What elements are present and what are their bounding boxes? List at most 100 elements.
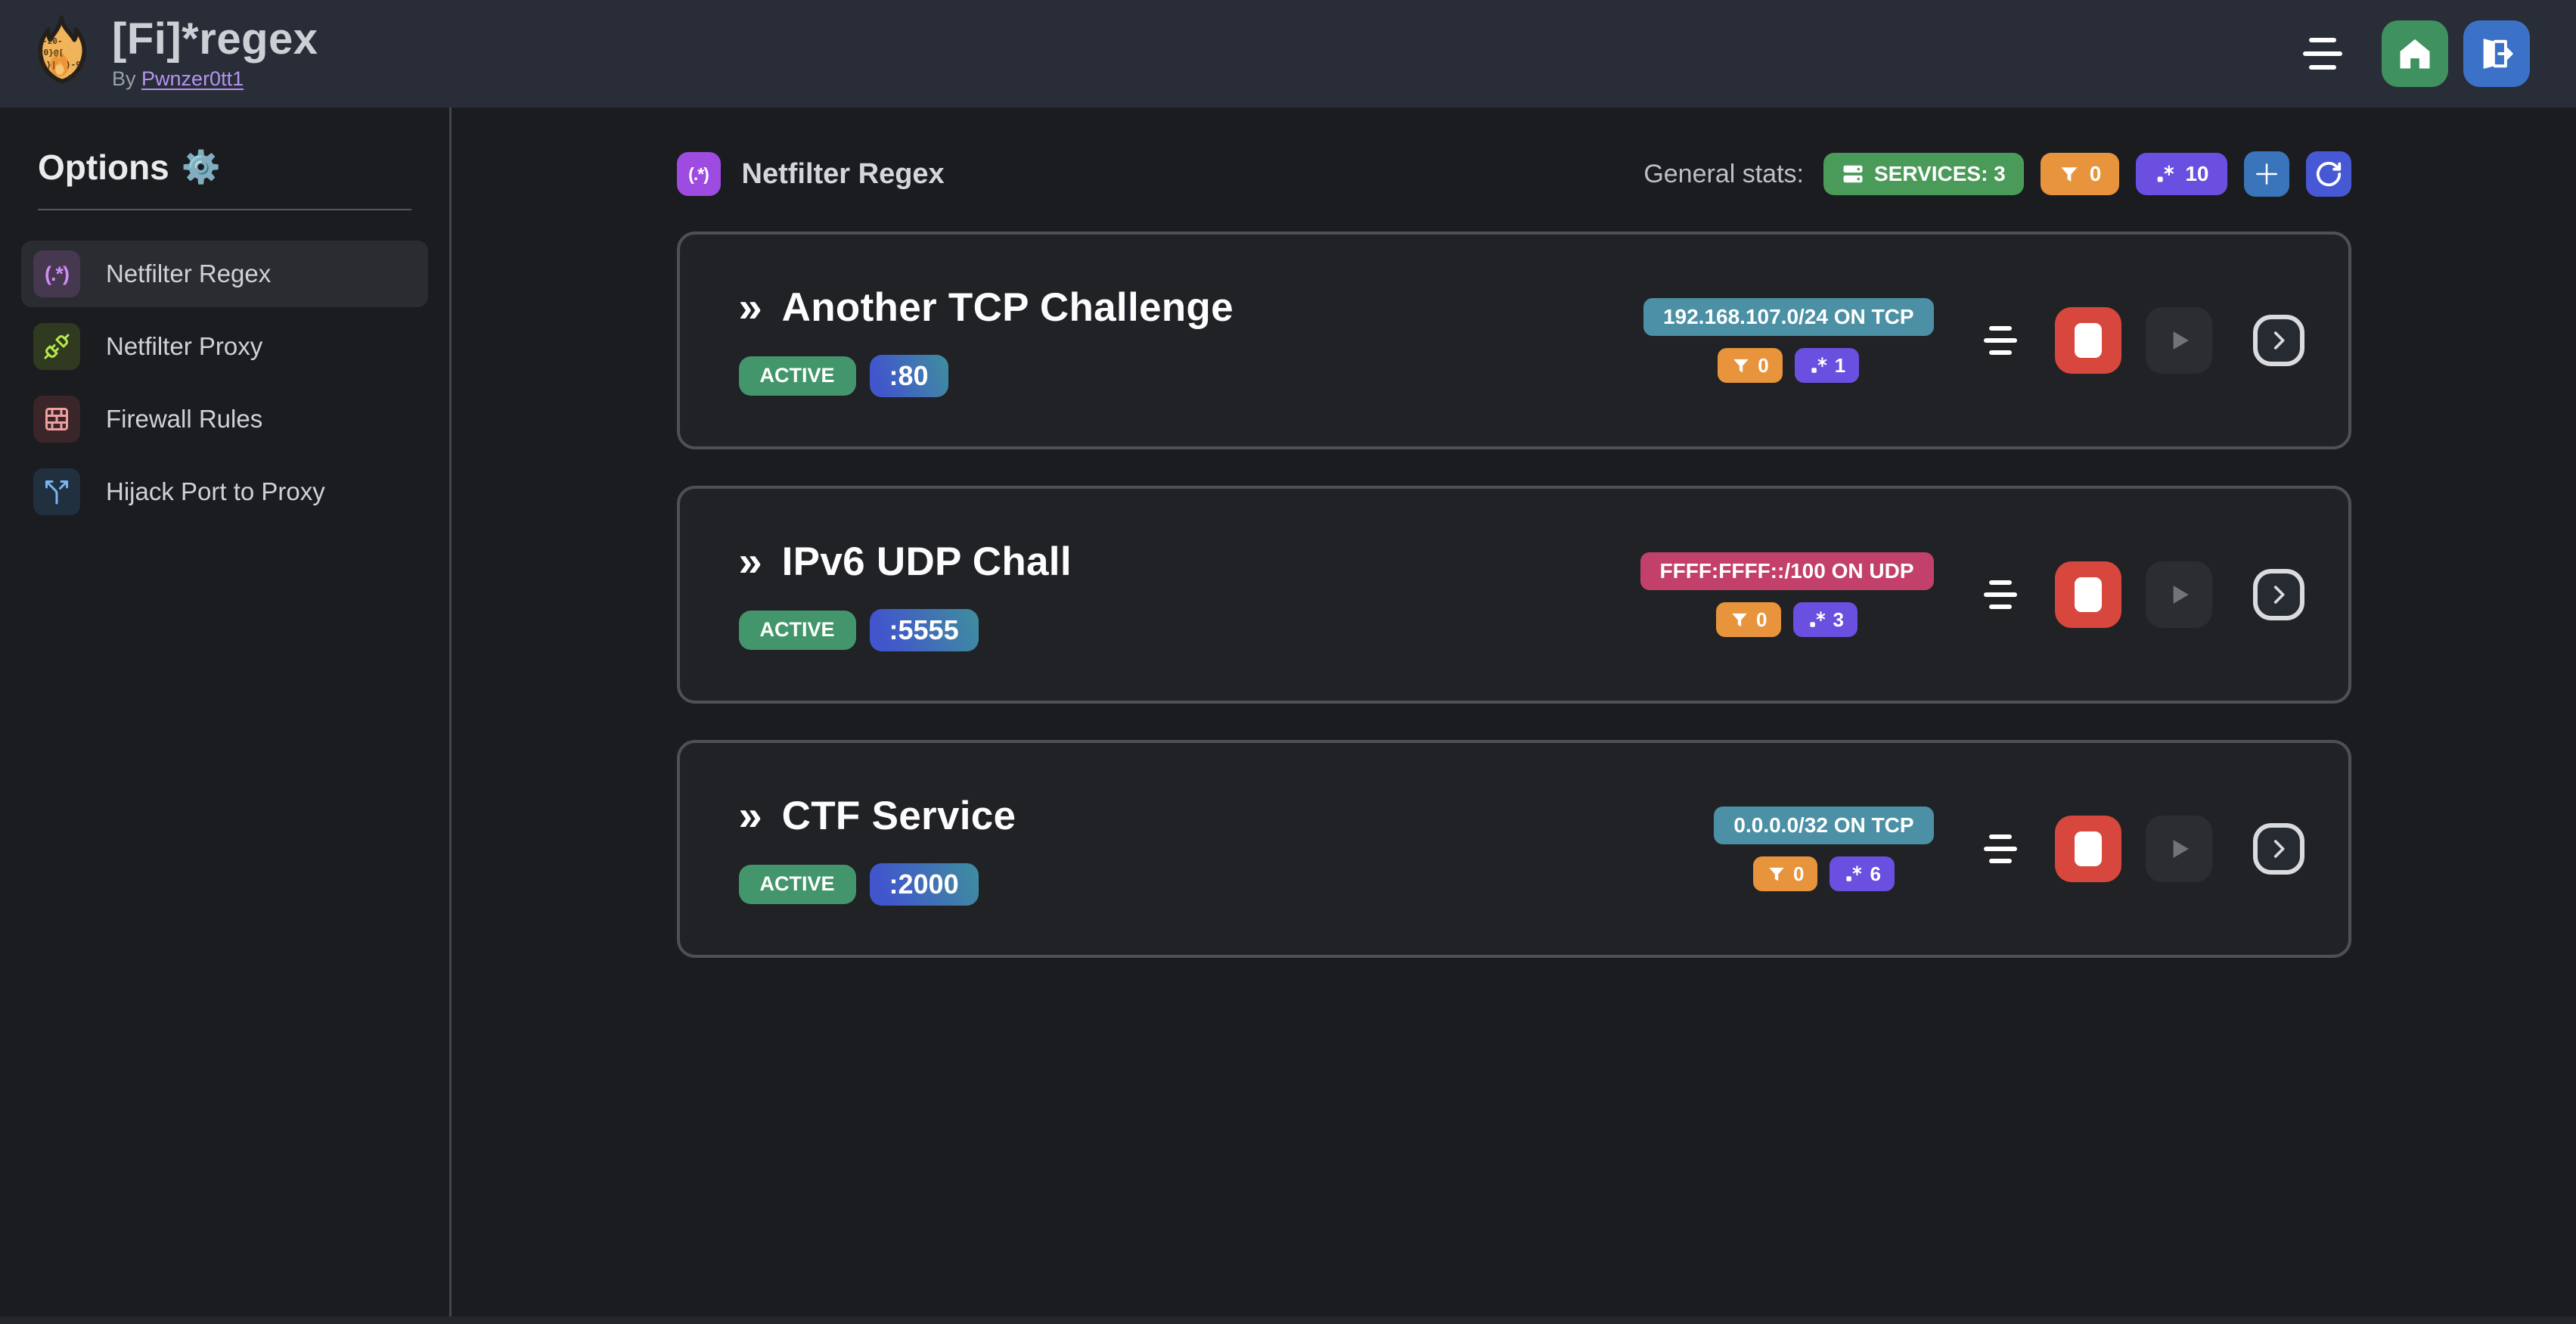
- stats-label: General stats:: [1643, 159, 1804, 188]
- play-button[interactable]: [2145, 561, 2212, 628]
- sidebar-item-netfilter-regex[interactable]: (.*) Netfilter Regex: [21, 241, 428, 307]
- port-badge: :80: [869, 354, 948, 397]
- app-logo-flame-icon: -z0- 20}@[ {1}| )-9] z]: [30, 14, 91, 93]
- byline: By Pwnzer0tt1: [112, 67, 318, 91]
- sidebar-heading-label: Options: [38, 148, 169, 187]
- byline-prefix: By: [112, 67, 136, 91]
- regex-icon: [2158, 165, 2174, 182]
- stop-button[interactable]: [2054, 307, 2121, 374]
- stop-button[interactable]: [2054, 561, 2121, 628]
- address-badge: 192.168.107.0/24 ON TCP: [1643, 298, 1934, 336]
- port-badge: :5555: [869, 608, 979, 651]
- regex-count-badge: 3: [1792, 602, 1858, 637]
- chevron-right-icon: [2273, 586, 2285, 604]
- regex-count-badge: 6: [1830, 856, 1895, 891]
- regex-icon: [1846, 866, 1862, 881]
- play-button[interactable]: [2145, 307, 2212, 374]
- chevrons-right-icon: »: [738, 536, 762, 585]
- regex-icon: [1809, 611, 1825, 627]
- author-link[interactable]: Pwnzer0tt1: [141, 67, 244, 91]
- card-menu-icon[interactable]: [1978, 828, 2023, 869]
- sidebar-item-label: Netfilter Regex: [106, 260, 272, 287]
- menu-icon[interactable]: [2298, 33, 2347, 74]
- sidebar-item-label: Firewall Rules: [106, 405, 263, 433]
- sidebar-divider: [38, 209, 411, 210]
- stop-icon: [2074, 323, 2102, 358]
- refresh-button[interactable]: [2305, 151, 2351, 197]
- exit-door-icon: [2483, 39, 2513, 69]
- service-list: » Another TCP Challenge ACTIVE :80 192.1…: [676, 232, 2351, 958]
- regex-count-badge: 10: [2136, 153, 2227, 195]
- filter-icon: [1733, 359, 1749, 373]
- chevrons-right-icon: »: [738, 791, 762, 839]
- status-badge: ACTIVE: [738, 864, 856, 904]
- service-name: IPv6 UDP Chall: [781, 539, 1072, 584]
- card-menu-icon[interactable]: [1978, 574, 2023, 615]
- service-card: » IPv6 UDP Chall ACTIVE :5555 FFFF:FFFF:…: [676, 486, 2351, 704]
- gear-icon: ⚙️: [181, 148, 222, 185]
- section-header: (.*) Netfilter Regex General stats: SERV…: [676, 151, 2351, 197]
- stop-button[interactable]: [2054, 816, 2121, 882]
- play-icon: [2173, 331, 2189, 350]
- card-menu-icon[interactable]: [1978, 320, 2023, 361]
- regex-count-badge: 1: [1794, 348, 1860, 383]
- topbar: -z0- 20}@[ {1}| )-9] z] [Fi]*regex By Pw…: [0, 0, 2576, 107]
- sidebar-item-firewall-rules[interactable]: Firewall Rules: [21, 386, 428, 452]
- flame-icon: [38, 15, 87, 84]
- status-badge: ACTIVE: [738, 356, 856, 396]
- regex-icon: [1811, 357, 1826, 373]
- filters-count-badge: 0: [1752, 856, 1818, 891]
- home-icon: [2400, 39, 2430, 69]
- play-icon: [2173, 586, 2189, 604]
- chevron-right-icon: [2273, 331, 2285, 350]
- plug-icon: [33, 323, 80, 370]
- section-title: Netfilter Regex: [741, 157, 945, 190]
- filters-count-badge: 0: [1718, 348, 1783, 383]
- home-button[interactable]: [2382, 20, 2448, 87]
- regex-icon: (.*): [33, 250, 80, 297]
- service-name: Another TCP Challenge: [781, 284, 1234, 330]
- sidebar-item-label: Netfilter Proxy: [106, 332, 263, 360]
- server-icon: [1843, 165, 1863, 183]
- service-card: » Another TCP Challenge ACTIVE :80 192.1…: [676, 232, 2351, 449]
- logout-button[interactable]: [2463, 20, 2530, 87]
- split-icon: [33, 468, 80, 515]
- filters-count-badge: 0: [2040, 153, 2120, 195]
- address-badge: FFFF:FFFF::/100 ON UDP: [1640, 552, 1934, 590]
- main-content: (.*) Netfilter Regex General stats: SERV…: [452, 107, 2576, 1324]
- open-service-button[interactable]: [2252, 823, 2304, 875]
- status-badge: ACTIVE: [738, 610, 856, 650]
- refresh-icon: [2316, 161, 2341, 187]
- service-card: » CTF Service ACTIVE :2000 0.0.0.0/32 ON…: [676, 740, 2351, 958]
- stop-icon: [2074, 577, 2102, 612]
- regex-icon: (.*): [676, 152, 721, 196]
- sidebar-item-hijack-port[interactable]: Hijack Port to Proxy: [21, 458, 428, 525]
- address-badge: 0.0.0.0/32 ON TCP: [1714, 807, 1934, 844]
- filters-count-badge: 0: [1716, 602, 1781, 637]
- sidebar-item-label: Hijack Port to Proxy: [106, 477, 325, 505]
- chevron-right-icon: [2273, 840, 2285, 858]
- plus-icon: [2255, 163, 2277, 185]
- play-icon: [2173, 840, 2189, 858]
- sidebar-item-netfilter-proxy[interactable]: Netfilter Proxy: [21, 313, 428, 380]
- stop-icon: [2074, 831, 2102, 866]
- sidebar-heading: Options ⚙️: [38, 147, 411, 188]
- services-count-badge: SERVICES: 3: [1823, 153, 2024, 195]
- add-service-button[interactable]: [2243, 151, 2289, 197]
- general-stats: General stats: SERVICES: 3: [1643, 151, 2351, 197]
- filter-icon: [2061, 167, 2078, 182]
- sidebar: Options ⚙️ (.*) Netfilter Regex Netfilte: [0, 107, 452, 1324]
- service-name: CTF Service: [781, 793, 1016, 838]
- brick-wall-icon: [33, 396, 80, 443]
- chevrons-right-icon: »: [738, 282, 762, 331]
- open-service-button[interactable]: [2252, 569, 2304, 620]
- bottom-scrollbar-track[interactable]: [0, 1316, 2576, 1324]
- app-title: [Fi]*regex: [112, 14, 318, 64]
- sidebar-nav: (.*) Netfilter Regex Netfilter Proxy: [0, 241, 449, 525]
- filter-icon: [1732, 613, 1747, 627]
- topbar-actions: [2298, 20, 2530, 87]
- filter-icon: [1769, 867, 1784, 881]
- open-service-button[interactable]: [2252, 315, 2304, 366]
- play-button[interactable]: [2145, 816, 2212, 882]
- port-badge: :2000: [869, 862, 979, 906]
